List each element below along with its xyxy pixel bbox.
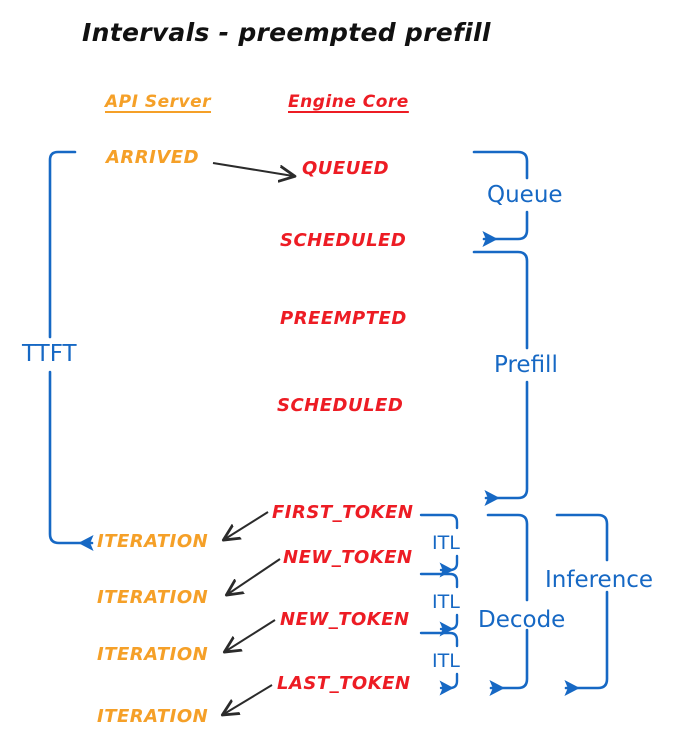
api-event-arrived: ARRIVED [106, 147, 200, 168]
interval-label-decode: Decode [478, 607, 566, 633]
arrow-last-token-to-iteration [224, 684, 273, 714]
arrow-arrived-to-queued [212, 162, 293, 176]
api-event-iteration-2: ITERATION [97, 587, 209, 608]
bracket-decode [486, 513, 529, 697]
arrow-first-token-to-iteration [225, 511, 269, 539]
api-event-iteration-1: ITERATION [97, 531, 209, 552]
interval-label-ttft: TTFT [22, 341, 77, 367]
interval-label-prefill: Prefill [494, 352, 558, 378]
engine-event-scheduled-2: SCHEDULED [277, 395, 404, 416]
engine-event-queued: QUEUED [302, 158, 390, 179]
engine-event-scheduled-1: SCHEDULED [280, 230, 407, 251]
bracket-inference [555, 513, 609, 697]
arrow-new-token-2-to-iteration [226, 619, 276, 651]
api-event-iteration-3: ITERATION [97, 644, 209, 665]
arrow-new-token-1-to-iteration [228, 558, 281, 594]
api-event-iteration-4: ITERATION [97, 706, 209, 727]
engine-event-preempted: PREEMPTED [280, 308, 407, 329]
page-title: Intervals - preempted prefill [82, 18, 491, 47]
engine-event-last-token: LAST_TOKEN [277, 673, 411, 694]
engine-event-new-token-2: NEW_TOKEN [280, 609, 410, 630]
engine-event-first-token: FIRST_TOKEN [272, 502, 414, 523]
interval-label-queue: Queue [487, 182, 563, 208]
engine-event-new-token-1: NEW_TOKEN [283, 547, 413, 568]
interval-label-itl-1: ITL [432, 532, 460, 554]
interval-label-inference: Inference [545, 567, 654, 593]
column-header-api-server: API Server [105, 92, 212, 112]
interval-label-itl-3: ITL [432, 650, 460, 672]
column-header-engine-core: Engine Core [288, 92, 409, 112]
interval-label-itl-2: ITL [432, 591, 460, 613]
